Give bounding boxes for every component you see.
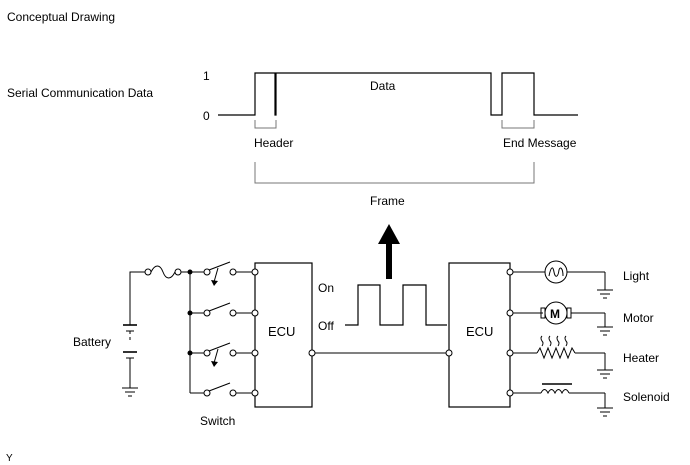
switch-1	[190, 261, 255, 286]
diagram-title: Conceptual Drawing	[7, 10, 115, 24]
battery-label: Battery	[73, 335, 111, 349]
up-arrow-icon	[378, 224, 400, 279]
switch-3	[190, 342, 255, 367]
serial-data-label: Serial Communication Data	[7, 86, 153, 100]
heater-label: Heater	[623, 351, 659, 365]
switch-2	[190, 302, 255, 317]
ecu-right	[448, 262, 511, 408]
solenoid-label: Solenoid	[623, 390, 670, 404]
motor-icon	[513, 301, 613, 336]
light-bulb-icon	[513, 260, 613, 299]
motor-symbol: M	[550, 307, 560, 321]
ecu-left-label: ECU	[268, 324, 295, 339]
frame-bracket	[254, 162, 535, 184]
data-label: Data	[370, 79, 396, 93]
switch-label: Switch	[200, 414, 235, 428]
on-label: On	[318, 281, 334, 295]
motor-label: Motor	[623, 311, 654, 325]
end-message-label: End Message	[503, 136, 577, 150]
serial-waveform	[218, 72, 578, 116]
switch-4	[190, 382, 255, 397]
header-bracket	[254, 120, 277, 129]
solenoid-icon	[513, 383, 613, 417]
ecu-left	[254, 262, 313, 408]
off-label: Off	[318, 319, 334, 333]
corner-mark: Y	[6, 453, 13, 464]
level-0-label: 0	[203, 109, 210, 123]
level-1-label: 1	[203, 69, 210, 83]
end-message-bracket	[501, 120, 535, 129]
light-label: Light	[623, 269, 650, 283]
heater-icon	[513, 335, 613, 379]
battery-icon	[122, 271, 145, 397]
frame-label: Frame	[370, 194, 405, 208]
ecu-right-label: ECU	[466, 324, 493, 339]
fuse-icon	[144, 265, 190, 279]
pulse-waveform	[345, 284, 447, 326]
header-label: Header	[254, 136, 293, 150]
